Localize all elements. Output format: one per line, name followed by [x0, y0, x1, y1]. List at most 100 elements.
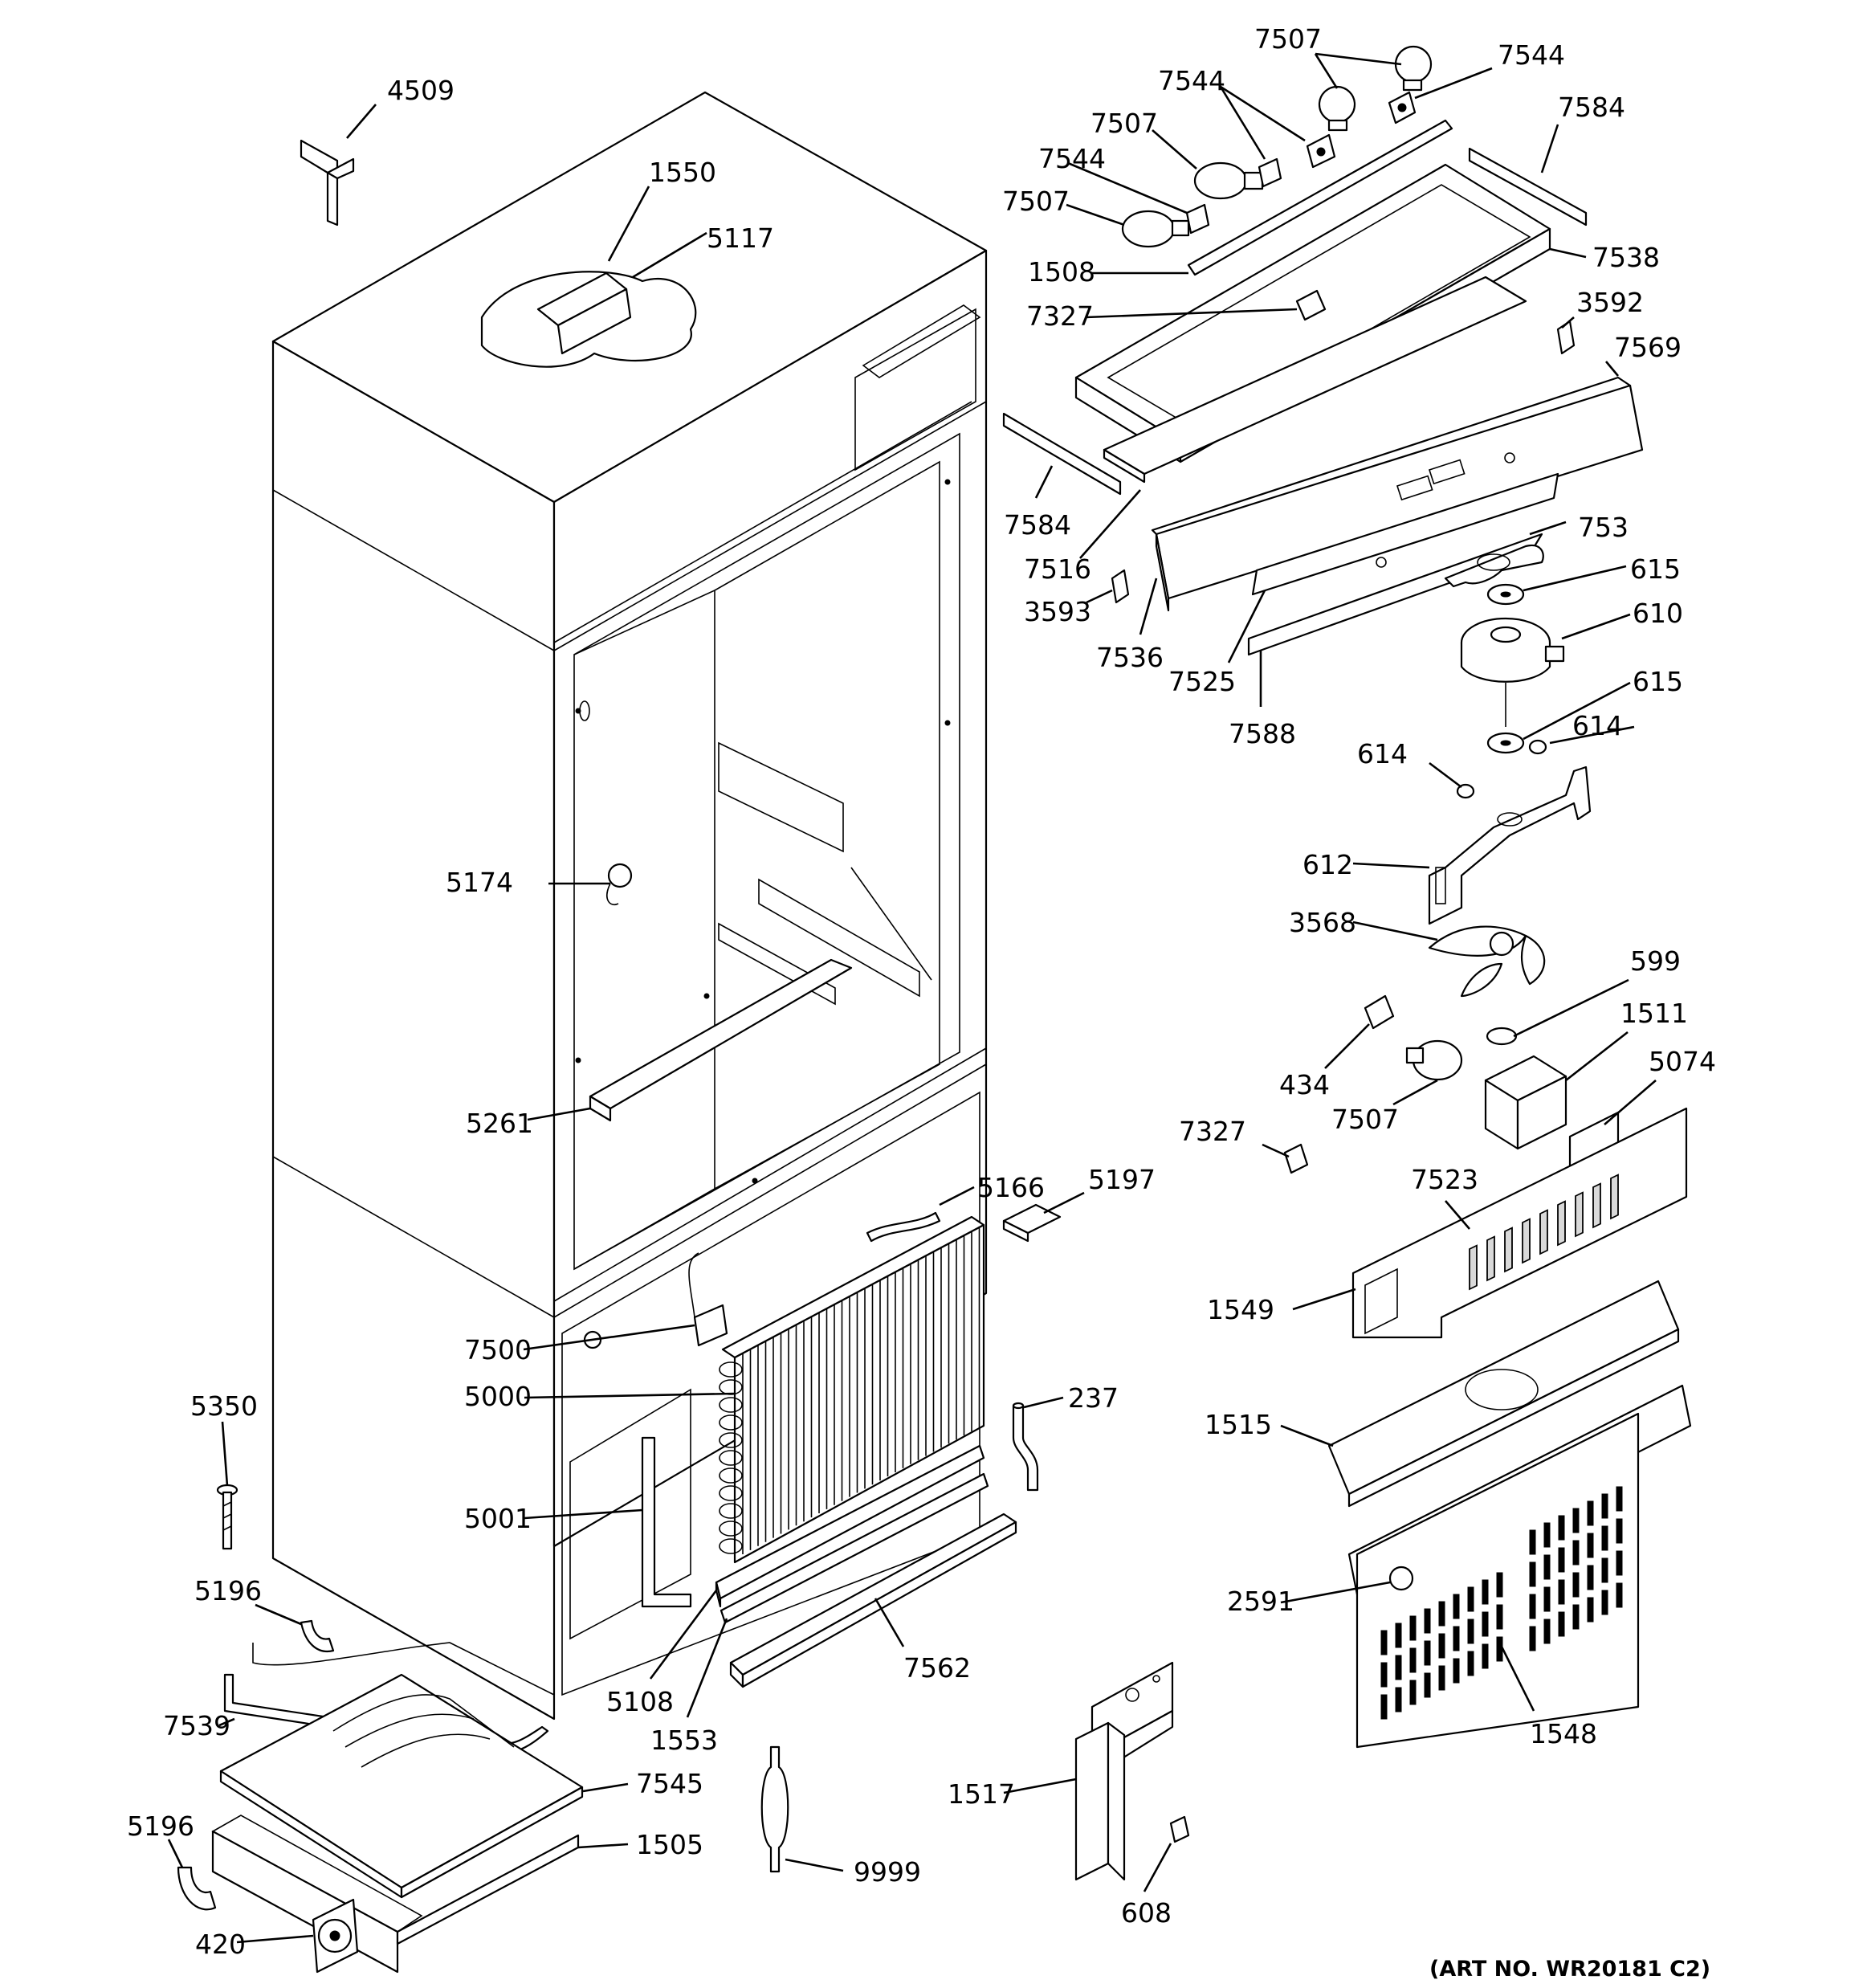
part-5197-pad	[1002, 1203, 1062, 1243]
part-7584-cap-left	[1002, 412, 1122, 496]
callout-7507-top: 7507	[1254, 23, 1322, 55]
part-7544-socket-left	[1306, 133, 1336, 169]
part-7544-socket-right	[1388, 91, 1417, 125]
callout-1517: 1517	[948, 1778, 1015, 1810]
callout-7539: 7539	[163, 1710, 230, 1741]
callout-7500: 7500	[464, 1334, 532, 1365]
callout-1550: 1550	[649, 157, 716, 188]
part-608-clip	[1169, 1815, 1190, 1843]
part-7544-socket-a	[1258, 157, 1282, 188]
part-599-ring	[1486, 1027, 1518, 1046]
callout-7584-lower: 7584	[1004, 509, 1071, 541]
callout-5196-upper: 5196	[194, 1575, 262, 1606]
callout-3592: 3592	[1576, 287, 1644, 318]
part-1511-cover	[1484, 1055, 1567, 1150]
part-615-grommet-top	[1486, 583, 1525, 606]
callout-7507-mid: 7507	[1090, 108, 1158, 139]
callout-5350: 5350	[190, 1390, 258, 1422]
callout-5117: 5117	[707, 222, 774, 254]
callout-1511: 1511	[1620, 998, 1688, 1029]
callout-5166: 5166	[977, 1172, 1045, 1203]
callout-9999: 9999	[854, 1856, 921, 1888]
callout-420: 420	[195, 1929, 246, 1960]
part-614-nut-right	[1528, 739, 1547, 755]
part-5196-elbow-top	[300, 1619, 335, 1653]
callout-7536: 7536	[1096, 642, 1164, 673]
part-7327-clip-upper	[1295, 289, 1327, 321]
part-5350-screw	[216, 1484, 238, 1550]
part-7536-control-housing	[1155, 384, 1644, 612]
callout-1505: 1505	[636, 1829, 703, 1860]
callout-237: 237	[1068, 1382, 1119, 1414]
callout-7523: 7523	[1411, 1164, 1478, 1195]
callout-7525: 7525	[1168, 666, 1236, 697]
callout-labels: 4509 1550 5117 5174 5261 7500 5000 5001 …	[127, 23, 1716, 1960]
part-7584-cap-right	[1468, 147, 1588, 227]
part-5261-rail	[589, 958, 853, 1122]
callout-5074: 5074	[1649, 1046, 1716, 1077]
callout-4509: 4509	[387, 75, 455, 106]
part-1517-bracket	[1074, 1661, 1174, 1881]
callout-7544-left: 7544	[1038, 143, 1106, 174]
part-1549-duct	[1351, 1107, 1688, 1339]
callout-1508: 1508	[1028, 256, 1095, 288]
callout-3593: 3593	[1024, 596, 1091, 627]
callout-434: 434	[1279, 1069, 1330, 1100]
callout-614-right: 614	[1572, 710, 1623, 741]
part-7545-drain-pan	[219, 1673, 584, 1899]
callout-7544-top-right: 7544	[1498, 39, 1565, 71]
part-612-motor-bracket	[1428, 765, 1592, 925]
part-7525-overlay	[1251, 472, 1559, 596]
callout-5197: 5197	[1088, 1164, 1156, 1195]
part-4509-bracket	[300, 139, 355, 227]
callout-614-left: 614	[1357, 738, 1408, 769]
part-420-fan-motor	[312, 1898, 359, 1974]
art-number: (ART NO. WR20181 C2)	[1429, 1957, 1710, 1982]
callout-753: 753	[1578, 512, 1629, 543]
callout-7569: 7569	[1614, 332, 1682, 363]
callout-599: 599	[1630, 945, 1681, 977]
callout-7516: 7516	[1024, 553, 1091, 585]
part-5001-tube	[641, 1436, 692, 1608]
leader-lines	[167, 52, 1657, 1944]
callout-7562: 7562	[903, 1652, 971, 1684]
callout-7507-left: 7507	[1002, 186, 1070, 217]
refrigerator-cabinet	[271, 91, 988, 1721]
part-7507-bulb-lower	[1405, 1039, 1463, 1081]
part-1515-base-plate	[1327, 1280, 1680, 1508]
part-237-drain	[1012, 1402, 1039, 1492]
part-1553-rail	[720, 1472, 989, 1624]
part-5108-rail	[715, 1444, 985, 1608]
callout-612: 612	[1302, 849, 1353, 880]
callout-7507-lower: 7507	[1331, 1104, 1399, 1135]
callout-5108: 5108	[606, 1686, 674, 1717]
callout-7584-top: 7584	[1558, 92, 1625, 123]
part-7507-bulb-left-2	[1121, 210, 1190, 248]
part-7327-clip-lower	[1283, 1143, 1309, 1174]
part-614-nut-left	[1456, 783, 1475, 799]
part-7507-bulb-top	[1394, 45, 1433, 92]
callout-7327-upper: 7327	[1026, 300, 1094, 332]
callout-3568: 3568	[1289, 907, 1356, 938]
part-1508-strip	[1187, 119, 1453, 276]
part-3593-clip	[1111, 569, 1130, 604]
callout-608: 608	[1121, 1897, 1172, 1929]
callout-5001: 5001	[464, 1503, 532, 1534]
callout-7588: 7588	[1229, 718, 1296, 749]
part-7507-bulb-mid	[1318, 85, 1356, 132]
part-9999-accumulator	[760, 1745, 789, 1873]
part-5000-evaporator	[719, 1215, 985, 1564]
part-7544-socket-b	[1185, 203, 1210, 235]
part-434-socket	[1364, 994, 1395, 1030]
callout-615-lower: 615	[1633, 666, 1683, 697]
part-5174-clip	[606, 863, 633, 905]
callout-5174: 5174	[446, 867, 513, 898]
part-7516-lens	[1103, 276, 1527, 484]
callout-5000: 5000	[464, 1381, 532, 1412]
callout-7544-top-left: 7544	[1158, 65, 1225, 96]
part-3592-clip	[1556, 320, 1576, 355]
callout-610: 610	[1633, 598, 1683, 629]
part-753-bracket	[1444, 544, 1544, 588]
